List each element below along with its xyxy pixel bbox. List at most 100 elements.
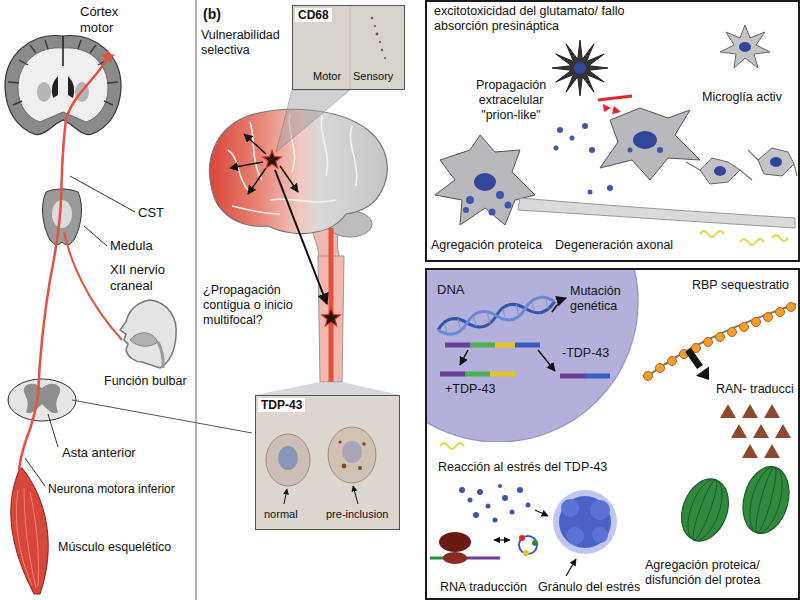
text-slot: TDP-43 [258,398,305,412]
mechanism-label: RAN- traducci [716,382,794,397]
text-slot: ¿Propagación contigua o inicio multifoca… [203,283,315,328]
tdp43-micrograph [353,486,358,504]
ribosome [494,539,510,540]
microglia [739,42,751,52]
tdp43-micrograph [362,442,366,446]
stress-granule [566,527,584,545]
skeletal-muscle [11,468,48,594]
mechanism-label: Degeneración axonal [555,238,673,253]
ribosome [532,540,538,546]
spread-arrow [322,308,341,326]
spread-arrow [263,150,282,168]
axon-fragment [740,239,764,245]
tdp43-stress-protein [498,484,502,488]
rbp-bead-chain [728,328,737,337]
rbp-bead-chain [644,372,653,381]
text-slot: RBP sequestratio [692,278,789,293]
neuron [633,131,657,149]
ran-arrow [688,350,700,367]
protein-aggregate [628,148,633,153]
anatomy-label: Músculo esquelético [58,540,171,555]
cd68-micrograph [292,5,405,90]
proteasome-barrel [744,464,789,537]
tdp43-micrograph [255,395,400,530]
tdp43-micrograph [266,434,310,486]
transcript [538,350,555,371]
leader-line [72,400,252,433]
text-slot: Reacción al estrés del TDP-43 [438,460,607,475]
coronal-brain [68,76,74,98]
transcript [445,343,470,348]
text-slot: Propagación extracelular "prion-like" [467,78,555,123]
molecule-label: -TDP-43 [562,346,609,361]
tdp43-micrograph [358,466,362,470]
spread-arrow [230,162,263,168]
protein-aggregate [463,207,469,213]
rbp-bead-chain [776,308,785,317]
neuron [600,108,700,180]
dipeptide-repeat [764,444,780,458]
dipeptide-repeat [775,424,791,438]
cd68-micrograph [292,5,405,90]
anatomy-label: Asta anterior [62,445,136,461]
cd68-micrograph [374,25,376,27]
anatomy-label: Medula [110,238,153,254]
text-slot: Agregación proteica [431,238,542,253]
dipeptide-repeat [720,404,791,458]
text-slot: XII nervio craneal [110,262,182,293]
ran-arrow [688,350,709,380]
cd68-micrograph [379,41,381,43]
rbp-bead-chain [716,333,725,342]
dipeptide-repeat [764,404,780,418]
axon-fragment [700,231,724,237]
tdp43-stress-protein [502,495,508,501]
dna-helix [436,294,556,337]
stress-granule [590,500,610,520]
inset-title: TDP-43 [258,398,305,412]
mechanism-label: Reacción al estrés del TDP-43 [438,460,607,475]
tdp43-stress-protein [440,443,548,523]
inset-label: normal [264,508,298,521]
microglia [686,25,797,184]
rbp-bead-chain [645,304,796,378]
mechanism-label: Agregación proteica [431,238,542,253]
tdp43-micrograph [255,395,400,530]
dipeptide-repeat [742,404,758,418]
stress-granule [566,559,576,576]
glutamate-signal [612,106,621,114]
spread-arrow [230,134,340,326]
panel-divider [196,0,197,600]
text-slot: Vulnerabilidad selectiva [201,28,289,58]
rbp-bead-chain [787,303,796,312]
microglia [686,150,797,180]
inset-label: Motor [313,70,341,83]
axon-fragment [772,235,788,241]
stress-granule [553,490,617,576]
tdp43-stress-protein [486,504,491,509]
rbp-bead-chain [704,338,713,347]
skeletal-muscle [11,468,48,594]
skeletal-muscle [17,488,39,588]
tdp43-stress-protein [493,518,498,523]
tdp43-micrograph [284,489,287,504]
text-slot: Músculo esquelético [58,540,171,555]
transcript [440,372,465,377]
text-slot: excitotoxicidad del glutamato/ fallo abs… [431,4,641,34]
text-slot: Medula [110,238,153,254]
tdp43-stress-protein [535,510,548,516]
micrograph-inset: TDP-43normalpre-inclusion [255,395,400,530]
tdp43-stress-protein [517,487,523,493]
protein-aggregate [463,123,663,216]
ribosome [523,550,529,556]
spinal-cord-section [8,379,76,421]
tdp43-stress-protein [473,512,479,518]
mechanism-label: Microglía activ [702,90,782,105]
panel-letter: (b) [203,6,221,23]
anatomy-label: CST [138,205,164,221]
leader-line [48,414,58,447]
tdp43-stress-protein [468,498,473,503]
molecule-label: DNA [437,282,464,298]
microglia [714,166,726,176]
magnifier-cone [276,90,350,152]
text-slot: CD68 [295,8,332,22]
